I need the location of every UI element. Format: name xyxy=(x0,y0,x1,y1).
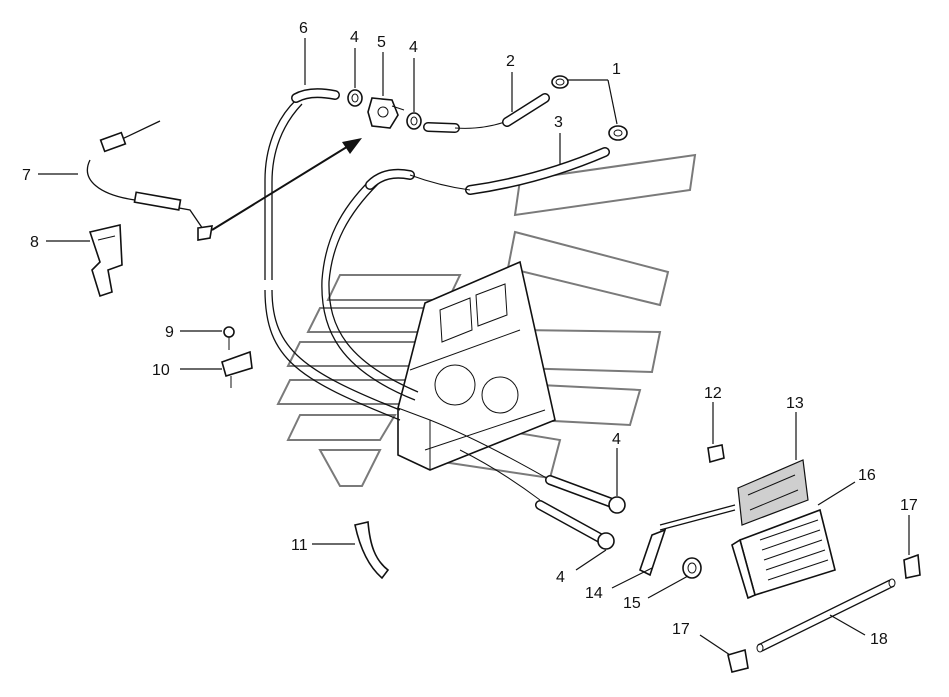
bracket-17-right xyxy=(903,553,921,579)
direction-arrow xyxy=(211,138,362,231)
cap-1-top xyxy=(551,75,569,89)
callout-9: 9 xyxy=(165,324,174,341)
callout-6: 6 xyxy=(299,20,308,37)
control-cable-7 xyxy=(86,120,213,241)
callout-18: 18 xyxy=(870,631,888,648)
grommet-15 xyxy=(682,557,702,579)
plate-13 xyxy=(737,459,809,526)
clip-10 xyxy=(221,350,253,388)
bracket-17-bottom xyxy=(727,648,749,673)
callout-1: 1 xyxy=(612,61,621,78)
bolt-9 xyxy=(223,326,235,350)
callout-17-bottom: 17 xyxy=(672,621,690,638)
lower-hoses xyxy=(429,419,617,543)
heater-valve-5 xyxy=(367,97,405,129)
hose-2 xyxy=(423,93,550,133)
callout-11: 11 xyxy=(291,537,308,554)
callout-16: 16 xyxy=(858,467,876,484)
callout-14: 14 xyxy=(585,585,603,602)
rod-18 xyxy=(756,578,896,653)
callout-10: 10 xyxy=(152,362,170,379)
hose-3 xyxy=(321,147,610,401)
leader-lines xyxy=(38,38,910,656)
bracket-8 xyxy=(88,224,123,298)
clip-12 xyxy=(707,444,725,464)
hose-clamp-4-left xyxy=(347,89,363,107)
heater-panel xyxy=(397,260,556,471)
callout-12: 12 xyxy=(704,385,722,402)
seal-11 xyxy=(354,521,390,580)
hose-clamp-4-lower-b xyxy=(597,532,615,550)
callout-8: 8 xyxy=(30,234,39,251)
callout-13: 13 xyxy=(786,395,804,412)
callout-2: 2 xyxy=(506,53,515,70)
rod-14 xyxy=(639,504,736,577)
hose-6 xyxy=(264,88,401,421)
cap-1-bottom xyxy=(608,125,628,141)
hose-clamp-4-right xyxy=(406,112,422,130)
callout-4-top-left: 4 xyxy=(350,29,359,46)
heater-core-16 xyxy=(731,508,836,600)
callout-17-right: 17 xyxy=(900,497,918,514)
callout-15: 15 xyxy=(623,595,641,612)
callout-3: 3 xyxy=(554,114,563,131)
callout-4-middle: 4 xyxy=(612,431,621,448)
hose-clamp-4-lower-a xyxy=(608,496,626,514)
callout-5: 5 xyxy=(377,34,386,51)
callout-7: 7 xyxy=(22,167,31,184)
callouts: 1 2 3 4 4 4 4 5 6 7 8 9 10 11 12 13 14 1… xyxy=(22,20,918,648)
callout-4-top-right: 4 xyxy=(409,39,418,56)
callout-4-lower: 4 xyxy=(556,569,565,586)
